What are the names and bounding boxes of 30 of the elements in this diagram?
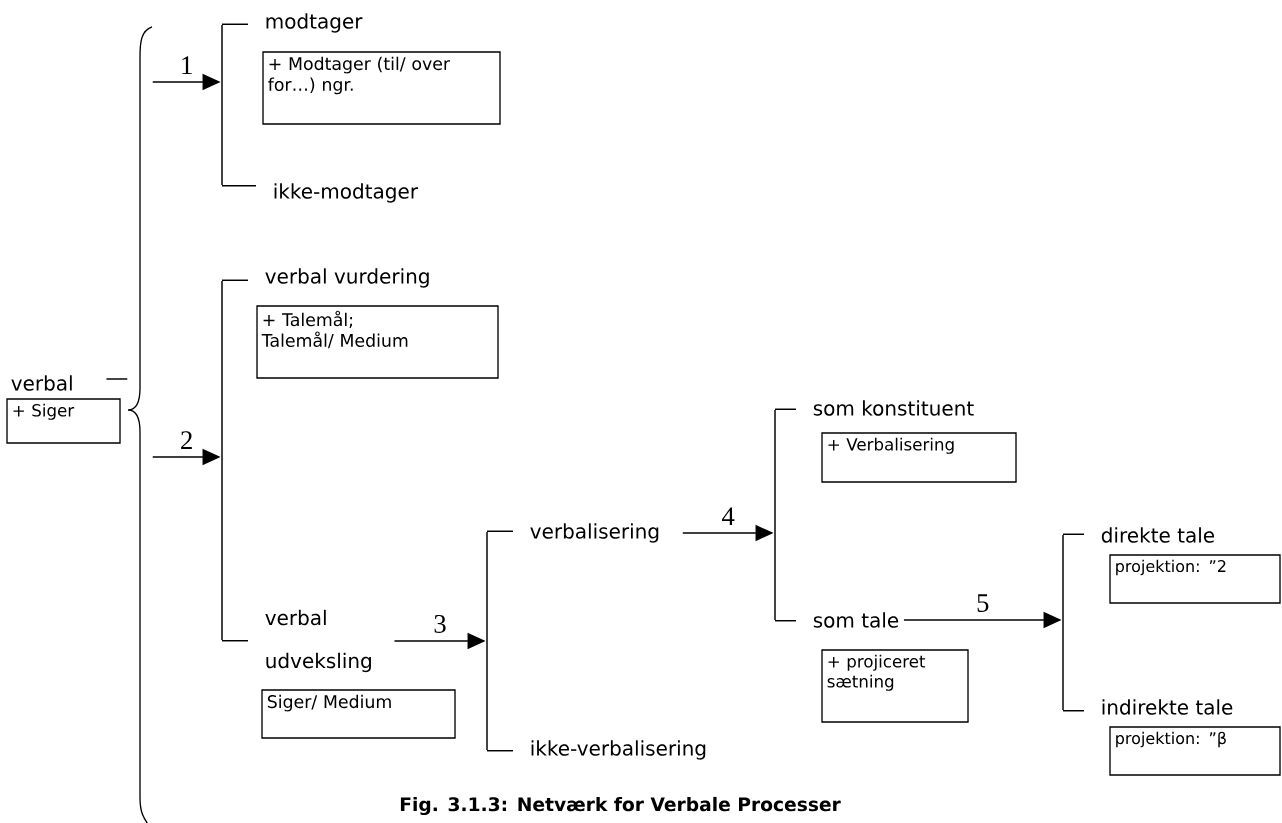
system-bracket xyxy=(486,532,488,750)
feature-label: som tale xyxy=(813,612,899,628)
feature-label: ikke-verbalisering xyxy=(531,740,706,760)
system-bracket xyxy=(774,410,776,620)
edge-label: 4 xyxy=(720,506,737,527)
edge-label: 1 xyxy=(178,55,195,76)
system-bracket xyxy=(1062,535,1064,710)
curly-brace xyxy=(127,26,153,823)
edge-label: 2 xyxy=(178,429,195,451)
feature-label: direkte tale xyxy=(1101,527,1215,543)
feature-label: ikke-modtager xyxy=(274,183,418,203)
feature-label: modtager xyxy=(266,13,363,33)
feature-box: + projiceret sætning xyxy=(821,649,969,723)
feature-box: projektion: ”β xyxy=(1109,726,1281,776)
feature-box: projektion: ”2 xyxy=(1109,554,1281,604)
feature-label: som konstituent xyxy=(813,400,974,416)
feature-box: + Verbalisering xyxy=(821,432,1017,483)
feature-label: verbal udveksling xyxy=(265,609,371,673)
feature-label: verbalisering xyxy=(530,523,659,543)
feature-label: indirekte tale xyxy=(1102,699,1233,715)
system-bracket xyxy=(221,25,223,185)
feature-box: Siger/ Medium xyxy=(261,689,456,739)
figure-caption: Fig. 3.1.3: Netværk for Verbale Processer xyxy=(400,796,841,816)
feature-label: verbal xyxy=(11,375,72,391)
edge-label: 3 xyxy=(432,613,448,635)
edge-label: 5 xyxy=(974,592,991,614)
feature-box: + Talemål; Talemål/ Medium xyxy=(256,305,499,379)
feature-box: + Siger xyxy=(6,398,121,444)
feature-box: + Modtager (til/ over for…) ngr. xyxy=(262,51,501,125)
feature-label: verbal vurdering xyxy=(265,268,429,288)
